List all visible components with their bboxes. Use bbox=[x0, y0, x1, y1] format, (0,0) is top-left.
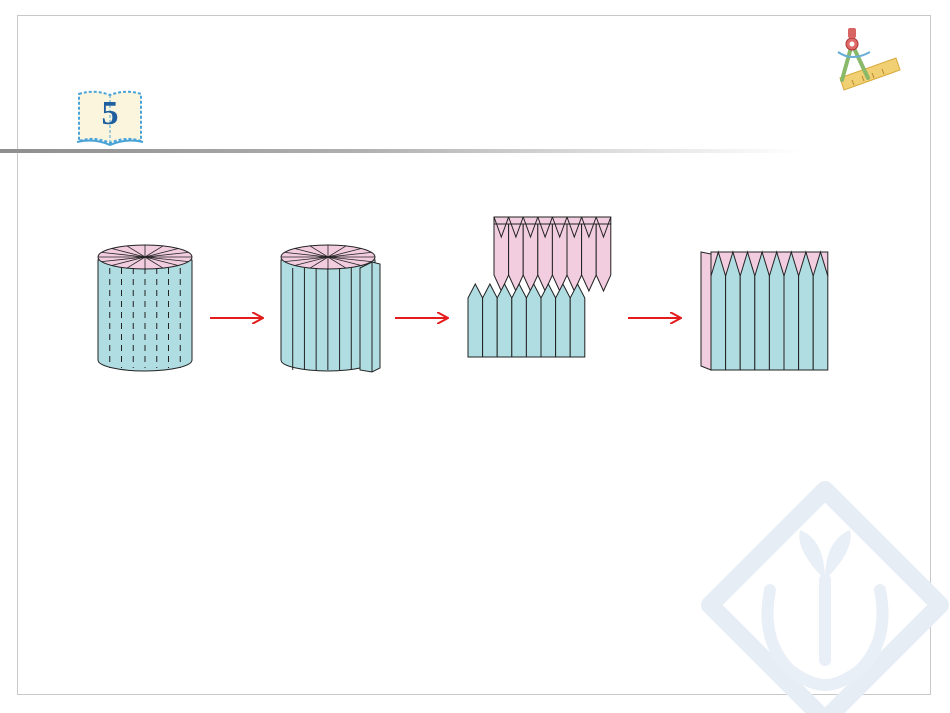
pink-strip-notch bbox=[581, 216, 597, 239]
sector-line bbox=[144, 256, 189, 262]
cuboid-strip bbox=[725, 250, 741, 371]
pink-strip bbox=[551, 223, 568, 293]
sector-line bbox=[126, 245, 146, 258]
pink-strip-notch bbox=[537, 216, 553, 239]
pulled-sector bbox=[359, 261, 381, 373]
sector-line bbox=[144, 256, 179, 266]
teal-strip bbox=[511, 282, 527, 358]
sector-line bbox=[327, 248, 362, 258]
sector-lines bbox=[98, 245, 192, 269]
cuboid-strip bbox=[798, 250, 814, 371]
sector-line bbox=[327, 252, 372, 258]
teal-strip bbox=[496, 282, 513, 358]
pink-strip bbox=[493, 223, 510, 293]
sector-line bbox=[144, 256, 164, 269]
teal-strip bbox=[555, 282, 571, 358]
sector-line bbox=[309, 245, 329, 258]
sector-line bbox=[284, 256, 329, 262]
teal-strip bbox=[569, 282, 586, 358]
cuboid-strip bbox=[710, 250, 727, 371]
section-badge: 5 bbox=[74, 88, 146, 148]
pink-strip bbox=[522, 223, 539, 293]
cuboid-strips bbox=[710, 250, 829, 371]
cuboid-strip bbox=[754, 250, 770, 371]
sector-line bbox=[294, 256, 329, 266]
cuboid-strip bbox=[812, 250, 829, 371]
pink-strip bbox=[595, 223, 612, 293]
pink-strip-notch bbox=[522, 216, 539, 239]
pink-strip bbox=[581, 223, 597, 293]
teal-strip bbox=[467, 282, 484, 358]
top-half-pink bbox=[493, 216, 612, 293]
sector-line bbox=[144, 245, 164, 258]
cuboid-side bbox=[700, 251, 712, 371]
teal-strip bbox=[540, 282, 557, 358]
pink-strip-notch bbox=[595, 216, 612, 239]
hands-sprout-logo-icon bbox=[701, 481, 949, 713]
sector-line bbox=[327, 256, 372, 262]
cuboid-strip bbox=[768, 250, 785, 371]
strip-lines bbox=[292, 268, 352, 370]
compass-ruler-icon bbox=[837, 28, 901, 91]
cuboid-strip bbox=[739, 250, 756, 371]
sector-line bbox=[111, 256, 146, 266]
pink-strip bbox=[508, 223, 524, 293]
cut-dash-lines bbox=[109, 268, 181, 368]
pink-strip bbox=[537, 223, 553, 293]
header-divider bbox=[0, 149, 800, 153]
teal-strip bbox=[525, 282, 542, 358]
sector-line bbox=[101, 256, 146, 262]
sector-line bbox=[327, 245, 347, 258]
pink-strip-notch bbox=[493, 216, 510, 239]
bottom-half-teal bbox=[467, 282, 586, 358]
cuboid-figure bbox=[700, 250, 829, 371]
sector-line bbox=[327, 256, 347, 269]
cylinder-figure bbox=[97, 244, 193, 372]
cuboid-strip bbox=[783, 250, 800, 371]
sector-line bbox=[309, 256, 329, 269]
pink-strip-notch bbox=[551, 216, 568, 239]
sector-line bbox=[111, 248, 146, 258]
sector-line bbox=[126, 256, 146, 269]
open-book-icon bbox=[76, 90, 144, 147]
sector-line bbox=[144, 252, 189, 258]
sector-line bbox=[144, 248, 179, 258]
section-number: 5 bbox=[101, 95, 119, 132]
separated-halves-figure bbox=[467, 216, 612, 358]
pink-strip-notch bbox=[566, 216, 583, 239]
sector-line bbox=[284, 252, 329, 258]
sector-line bbox=[294, 248, 329, 258]
pink-strip bbox=[566, 223, 583, 293]
sector-line bbox=[101, 252, 146, 258]
sector-lines bbox=[281, 245, 375, 269]
cut-cylinder-figure bbox=[280, 244, 381, 373]
sector-line bbox=[327, 256, 362, 266]
teal-strip bbox=[482, 282, 498, 358]
pink-strip-notch bbox=[508, 216, 524, 239]
